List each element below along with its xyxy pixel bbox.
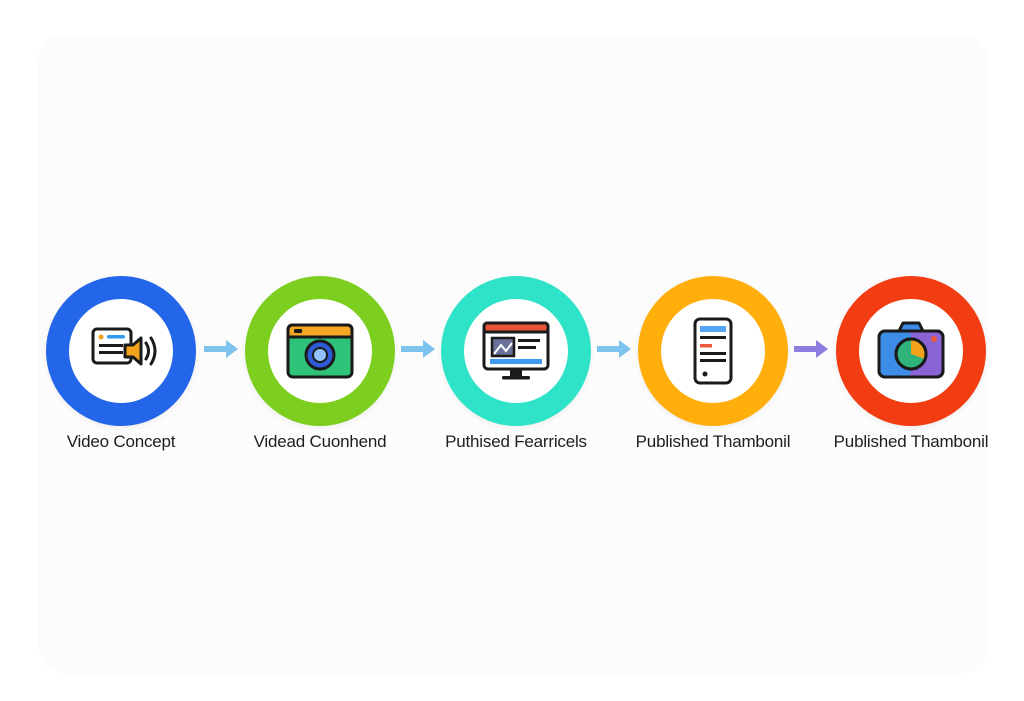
photo-camera-icon <box>286 323 354 379</box>
step-label-5: Published Thambonil <box>833 432 989 451</box>
monitor-image-icon <box>482 321 550 380</box>
arrow-shape <box>204 340 238 358</box>
step-label-1: Video Concept <box>66 432 176 451</box>
camera-icon <box>877 321 945 379</box>
step-puthised-fearricels <box>441 276 591 426</box>
step-label-3: Puthised Fearricels <box>445 432 587 451</box>
arrow-shape <box>794 340 828 358</box>
flow-arrow-4 <box>792 337 830 361</box>
flow-arrow-2 <box>399 337 437 361</box>
step-published-thambonil-2 <box>836 276 986 426</box>
mobile-document-icon <box>693 317 733 385</box>
step-published-thambonil-1 <box>638 276 788 426</box>
flow-arrow-3 <box>595 337 633 361</box>
document-speaker-icon <box>91 327 157 366</box>
step-label-2: Videad Cuonhend <box>253 432 387 451</box>
step-videad-cuonhend <box>245 276 395 426</box>
step-label-4: Published Thambonil <box>635 432 791 451</box>
step-video-concept <box>46 276 196 426</box>
arrow-shape <box>597 340 631 358</box>
arrow-shape <box>401 340 435 358</box>
flow-arrow-1 <box>202 337 240 361</box>
